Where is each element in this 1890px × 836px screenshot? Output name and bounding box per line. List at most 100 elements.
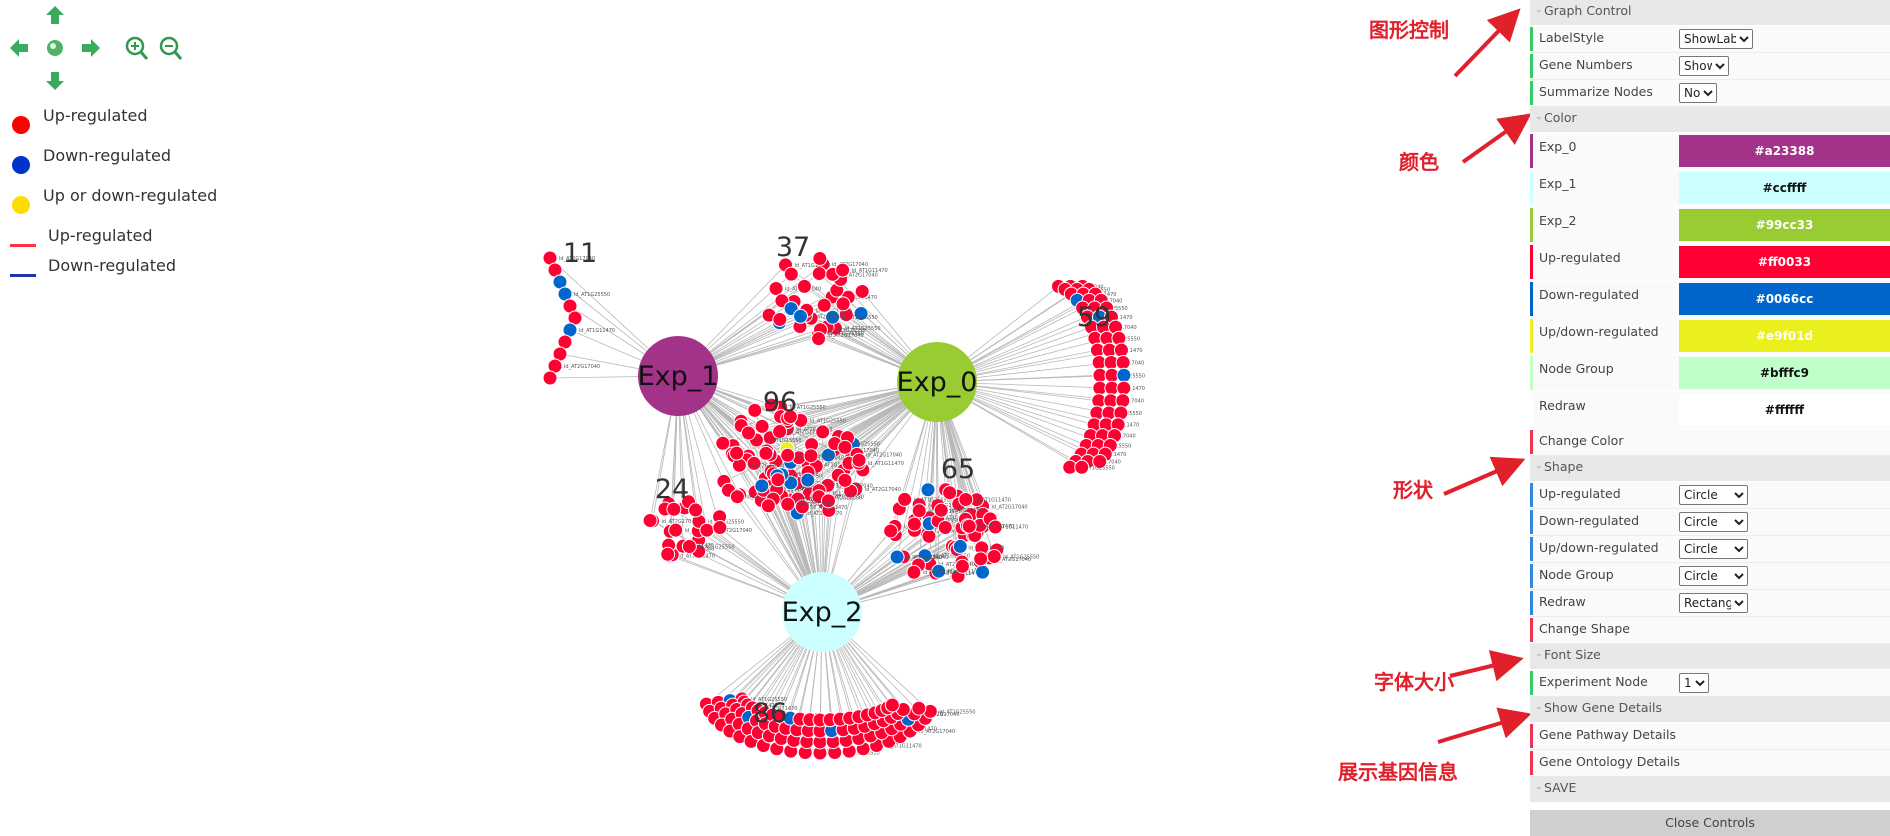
network-graph[interactable]: ld_AT2G17040ld_AT1G25550ld_AT1G11470ld_A…: [0, 0, 1400, 836]
shape-down-regulated-select[interactable]: Circle: [1679, 512, 1748, 532]
gene-node[interactable]: [812, 251, 828, 267]
save-button[interactable]: SAVE: [1530, 777, 1890, 803]
gene-node[interactable]: [835, 262, 851, 278]
gene-node[interactable]: [975, 564, 991, 580]
color-swatch-node-group[interactable]: #bfffc9: [1679, 357, 1890, 389]
gene-node[interactable]: [837, 472, 853, 488]
zoom-in-icon[interactable]: [125, 36, 149, 60]
zoom-out-icon[interactable]: [159, 36, 183, 60]
gene-node[interactable]: [1074, 459, 1090, 475]
gene-ontology-details-button[interactable]: Gene Ontology Details: [1530, 750, 1890, 777]
pan-right-icon[interactable]: [82, 39, 100, 57]
gene-node[interactable]: [820, 493, 836, 509]
gene-numbers-select[interactable]: Show: [1679, 56, 1729, 76]
gene-node[interactable]: [973, 551, 989, 567]
font-size-header[interactable]: Font Size: [1530, 644, 1890, 670]
gene-node[interactable]: [952, 538, 968, 554]
gene-node[interactable]: [853, 305, 869, 321]
gene-node[interactable]: [921, 528, 937, 544]
gene-node[interactable]: [954, 558, 970, 574]
gene-node[interactable]: [897, 491, 913, 507]
gene-node[interactable]: [712, 520, 728, 536]
gene-node[interactable]: [933, 502, 949, 518]
experiment-node-exp-0[interactable]: [897, 342, 977, 422]
experiment-node-font-size-select[interactable]: 1: [1679, 673, 1709, 693]
color-swatch-up-regulated[interactable]: #ff0033: [1679, 246, 1890, 278]
gene-node[interactable]: [811, 331, 827, 347]
gene-node[interactable]: [780, 447, 796, 463]
gene-node[interactable]: [1115, 393, 1131, 409]
gene-node[interactable]: [772, 424, 788, 440]
gene-node[interactable]: [772, 311, 788, 327]
gene-node[interactable]: [937, 520, 953, 536]
label-style-select[interactable]: ShowLabel: [1679, 29, 1753, 49]
color-header[interactable]: Color: [1530, 107, 1890, 133]
gene-node[interactable]: [731, 457, 747, 473]
gene-node[interactable]: [729, 489, 745, 505]
summarize-nodes-select[interactable]: No: [1679, 83, 1717, 103]
shape-up-regulated-select[interactable]: Circle: [1679, 485, 1748, 505]
change-color-button[interactable]: Change Color: [1530, 429, 1890, 456]
gene-node[interactable]: [906, 516, 922, 532]
show-gene-details-header[interactable]: Show Gene Details: [1530, 697, 1890, 723]
gene-node[interactable]: [931, 563, 947, 579]
gene-node[interactable]: [660, 546, 676, 562]
color-swatch-exp1[interactable]: #ccffff: [1679, 172, 1890, 204]
pan-up-icon[interactable]: [46, 6, 64, 24]
close-controls-button[interactable]: Close Controls: [1530, 810, 1890, 836]
gene-node[interactable]: [794, 499, 810, 515]
gene-node[interactable]: [815, 424, 831, 440]
gene-node[interactable]: [820, 447, 836, 463]
gene-node[interactable]: [987, 519, 1003, 535]
gene-node[interactable]: [942, 485, 958, 501]
gene-node[interactable]: [825, 309, 841, 325]
change-shape-button[interactable]: Change Shape: [1530, 617, 1890, 644]
gene-node[interactable]: [780, 496, 796, 512]
gene-node[interactable]: [961, 518, 977, 534]
shape-node-group-select[interactable]: Circle: [1679, 566, 1748, 586]
gene-node[interactable]: [768, 281, 784, 297]
color-swatch-exp2[interactable]: #99cc33: [1679, 209, 1890, 241]
gene-node[interactable]: [760, 498, 776, 514]
gene-node[interactable]: [889, 549, 905, 565]
color-swatch-down-regulated[interactable]: #0066cc: [1679, 283, 1890, 315]
gene-node[interactable]: [851, 452, 867, 468]
gene-node[interactable]: [911, 503, 927, 519]
gene-node[interactable]: [754, 478, 770, 494]
pan-down-icon[interactable]: [46, 72, 64, 90]
gene-node[interactable]: [1092, 453, 1108, 469]
color-swatch-redraw[interactable]: #ffffff: [1679, 394, 1890, 426]
gene-node[interactable]: [800, 472, 816, 488]
gene-node[interactable]: [688, 502, 704, 518]
gene-node[interactable]: [758, 445, 774, 461]
gene-node[interactable]: [782, 409, 798, 425]
gene-node[interactable]: [1113, 342, 1129, 358]
pan-left-icon[interactable]: [10, 39, 28, 57]
gene-node[interactable]: [642, 512, 658, 528]
gene-node[interactable]: [715, 435, 731, 451]
gene-pathway-details-button[interactable]: Gene Pathway Details: [1530, 723, 1890, 750]
gene-node[interactable]: [699, 522, 715, 538]
gene-node[interactable]: [770, 472, 786, 488]
gene-node[interactable]: [542, 370, 558, 386]
gene-node[interactable]: [796, 278, 812, 294]
gene-node[interactable]: [816, 297, 832, 313]
reset-view-icon[interactable]: [47, 40, 63, 56]
graph-control-header[interactable]: Graph Control: [1530, 0, 1890, 26]
gene-node[interactable]: [906, 564, 922, 580]
gene-node[interactable]: [747, 402, 763, 418]
gene-node[interactable]: [763, 397, 779, 413]
shape-header[interactable]: Shape: [1530, 456, 1890, 482]
gene-node[interactable]: [920, 482, 936, 498]
gene-node[interactable]: [668, 522, 684, 538]
gene-node[interactable]: [958, 491, 974, 507]
gene-node[interactable]: [803, 448, 819, 464]
gene-node[interactable]: [746, 455, 762, 471]
gene-node[interactable]: [837, 439, 853, 455]
gene-node[interactable]: [666, 501, 682, 517]
shape-redraw-select[interactable]: Rectangle: [1679, 593, 1748, 613]
gene-node[interactable]: [754, 418, 770, 434]
gene-node[interactable]: [1116, 367, 1132, 383]
gene-node[interactable]: [681, 538, 697, 554]
gene-node[interactable]: [1116, 380, 1132, 396]
